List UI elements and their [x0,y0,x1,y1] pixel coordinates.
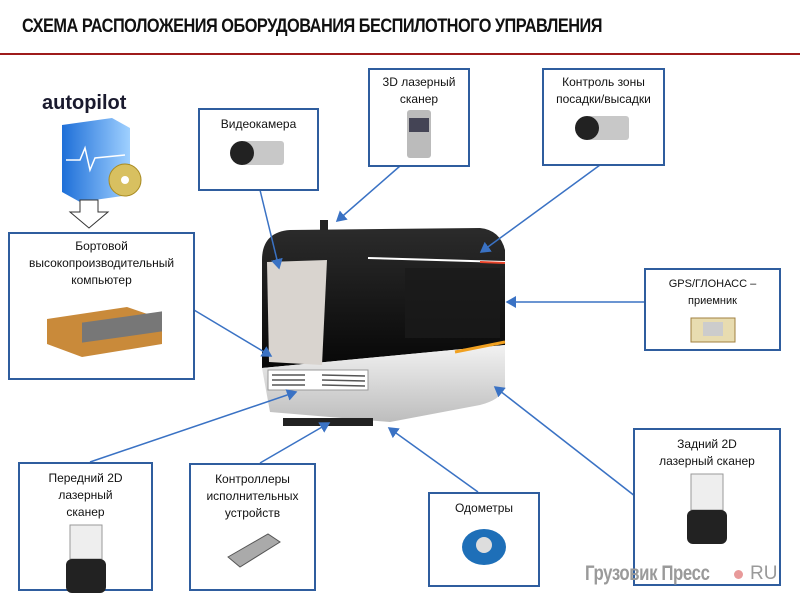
watermark-name: Грузовик Пресс [585,562,710,585]
connector-front-scanner [89,389,298,463]
watermark-domain: RU [750,563,778,584]
camera-box: Видеокамера [198,108,319,191]
rear-scanner-box: Задний 2D лазерный сканер [633,428,781,586]
odometers-box: Одометры [428,492,540,587]
gps-box: GPS/ГЛОНАСС – приемник [644,268,781,351]
connector-computer [193,309,273,357]
shuttle-vehicle [262,220,506,426]
camera-icon [574,116,629,140]
autopilot-label: autopilot [42,92,127,114]
lidar-2d-icon [65,524,106,593]
connector-odometers [387,427,479,493]
connector-rear-scanner [493,386,641,501]
watermark-dot [734,570,743,579]
controller-unit-icon [226,533,281,568]
page-title: СХЕМА РАСПОЛОЖЕНИЯ ОБОРУДОВАНИЯ БЕСПИЛОТ… [22,16,602,37]
gps-receiver-icon [690,317,735,343]
front-scanner-box: Передний 2D лазерный сканер [18,462,153,593]
autopilot-software-box-icon [62,118,142,202]
computer-icon [46,307,162,357]
down-arrow-icon [68,199,110,229]
controllers-box: Контроллеры исполнительных устройств [189,463,316,591]
lidar-3d-icon [407,110,431,158]
boarding-control-box: Контроль зоны посадки/высадки [542,68,665,166]
camera-icon [229,141,284,165]
computer-box: Бортовой высокопроизводительный компьюте… [8,232,195,380]
title-underline [0,53,800,55]
connector-controllers [259,422,331,464]
lidar-2d-icon [687,473,727,544]
connector-camera [259,189,283,270]
connector-3d-scanner [335,165,401,222]
connector-boarding [479,164,601,253]
scanner-3d-box: 3D лазерный сканер [368,68,470,167]
odometer-sensor-icon [462,529,506,565]
